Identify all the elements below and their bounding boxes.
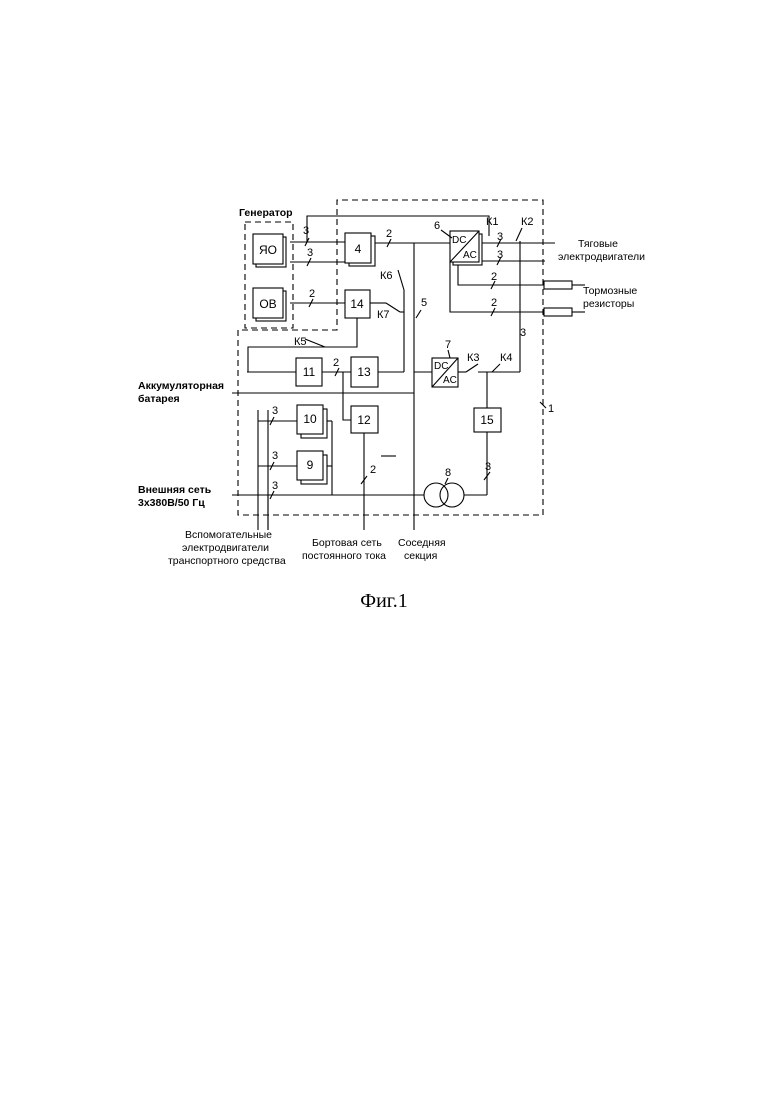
transformer-8 <box>424 483 464 507</box>
label-adjacent-1: Соседняя <box>398 537 446 549</box>
brake-resistor-2 <box>544 308 572 316</box>
svg-text:15: 15 <box>480 413 494 427</box>
wire-count: 3 <box>497 231 503 243</box>
inverter-6: DC AC <box>450 231 482 265</box>
label-grid-2: 3x380В/50 Гц <box>138 497 205 509</box>
contactor-k4: К4 <box>500 352 513 364</box>
inverter-7: DC AC <box>432 358 458 387</box>
contactor-k7: К7 <box>377 309 390 321</box>
svg-text:DC: DC <box>434 361 448 372</box>
block-12: 12 <box>351 406 378 433</box>
wire-count: 2 <box>370 464 376 476</box>
label-battery-2: батарея <box>138 393 180 405</box>
label-grid-1: Внешняя сеть <box>138 484 212 496</box>
block-13: 13 <box>351 357 378 387</box>
contactor-k1: К1 <box>486 216 499 228</box>
block-yao: ЯО <box>253 234 286 267</box>
svg-text:DC: DC <box>452 235 466 246</box>
label-aux-1: Вспомогательные <box>185 529 272 541</box>
label-aux-3: транспортного средства <box>168 555 286 567</box>
wire-count: 2 <box>309 288 315 300</box>
svg-text:ОВ: ОВ <box>259 297 276 311</box>
wire-count: 3 <box>485 461 491 473</box>
block-14: 14 <box>345 290 370 318</box>
wire-count: 3 <box>272 405 278 417</box>
ref-7: 7 <box>445 339 451 351</box>
wire-count: 3 <box>520 327 526 339</box>
contactor-k5: К5 <box>294 336 307 348</box>
wire-count: 2 <box>491 297 497 309</box>
svg-text:11: 11 <box>303 365 316 379</box>
wire-count: 3 <box>272 480 278 492</box>
ref-6: 6 <box>434 220 440 232</box>
svg-text:AC: AC <box>443 375 457 386</box>
ref-5: 5 <box>421 297 427 309</box>
block-10: 10 <box>297 405 327 438</box>
svg-text:AC: AC <box>463 250 477 261</box>
block-4: 4 <box>345 233 375 266</box>
label-generator: Генератор <box>239 207 293 219</box>
block-11: 11 <box>296 358 322 386</box>
label-onboard-2: постоянного тока <box>302 550 386 562</box>
wire-count: 2 <box>491 271 497 283</box>
contactor-k2: К2 <box>521 216 534 228</box>
wire-count: 3 <box>303 225 309 237</box>
label-aux-2: электродвигатели <box>182 542 269 554</box>
label-adjacent-2: секция <box>404 550 437 562</box>
wire-count: 3 <box>307 247 313 259</box>
svg-text:ЯО: ЯО <box>259 243 277 257</box>
label-traction-2: электродвигатели <box>558 251 645 263</box>
wire-count: 3 <box>272 450 278 462</box>
block-15: 15 <box>474 408 501 432</box>
label-brake-2: резисторы <box>583 298 634 310</box>
brake-resistor-1 <box>544 281 572 289</box>
label-onboard-1: Бортовая сеть <box>312 537 382 549</box>
svg-text:4: 4 <box>355 242 362 256</box>
svg-text:14: 14 <box>350 297 364 311</box>
svg-text:10: 10 <box>303 412 317 426</box>
svg-text:9: 9 <box>307 458 314 472</box>
contactor-k3: К3 <box>467 352 480 364</box>
svg-text:13: 13 <box>357 365 371 379</box>
label-battery-1: Аккумуляторная <box>138 380 224 392</box>
wire-count: 3 <box>497 249 503 261</box>
block-ov: ОВ <box>253 288 286 321</box>
wire-count: 2 <box>333 357 339 369</box>
block-9: 9 <box>297 451 327 484</box>
ref-8: 8 <box>445 467 451 479</box>
label-traction-1: Тяговые <box>578 238 618 250</box>
label-brake-1: Тормозные <box>583 285 637 297</box>
wire-count: 2 <box>386 228 392 240</box>
svg-text:12: 12 <box>357 413 371 427</box>
unit-number: 1 <box>548 403 554 415</box>
contactor-k6: К6 <box>380 270 393 282</box>
figure-caption: Фиг.1 <box>360 590 407 612</box>
